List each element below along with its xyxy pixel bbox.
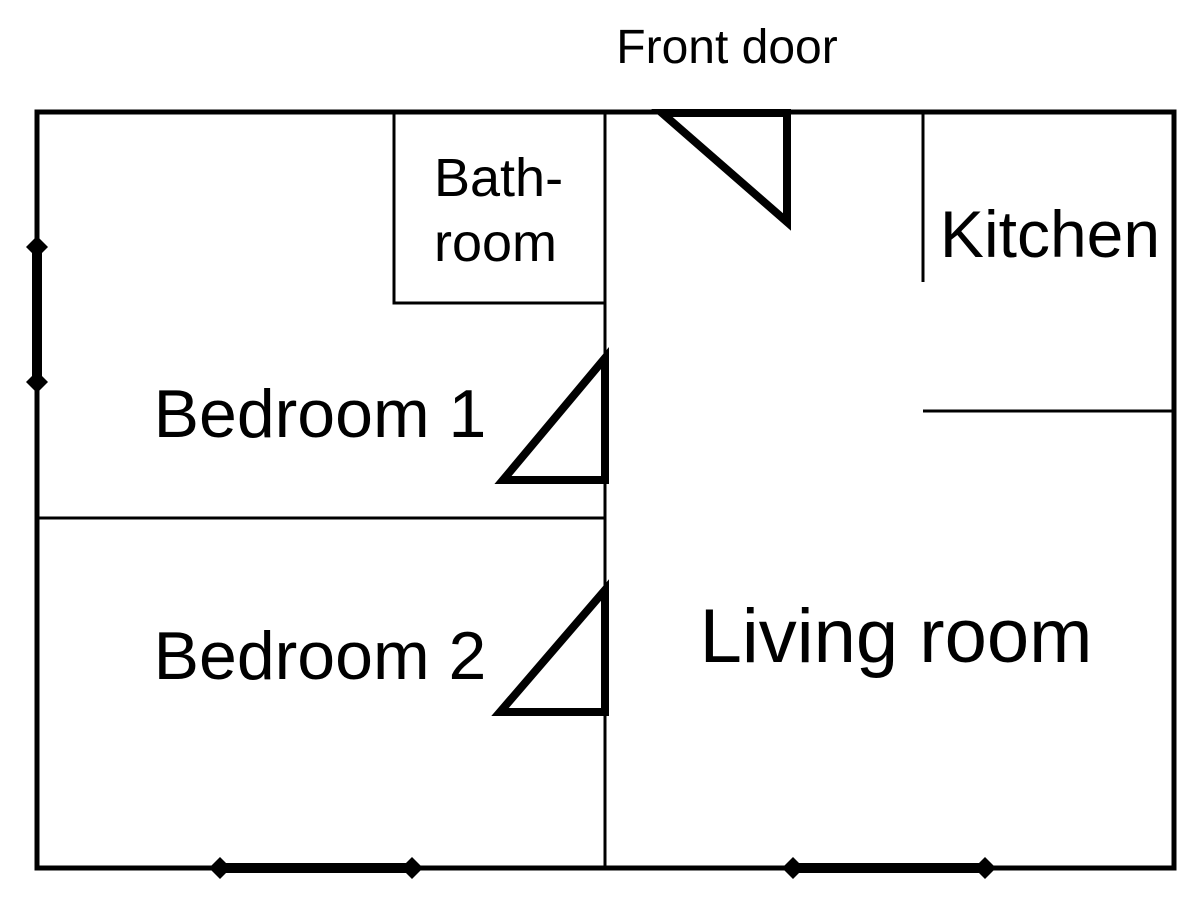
window-bottom-left-icon xyxy=(209,857,423,879)
living-room-label: Living room xyxy=(700,594,1093,679)
front-door-swing-icon xyxy=(651,109,791,231)
windows xyxy=(26,236,996,879)
bedroom1-label: Bedroom 1 xyxy=(154,376,487,452)
window-end-diamond xyxy=(26,236,48,258)
window-end-diamond xyxy=(401,857,423,879)
window-bottom-right-icon xyxy=(782,857,996,879)
window-end-diamond xyxy=(974,857,996,879)
window-end-diamond xyxy=(209,857,231,879)
room-labels: Front door Bath- room Bedroom 1 Bedroom … xyxy=(154,21,1160,694)
window-end-diamond xyxy=(26,371,48,393)
door-swings xyxy=(491,109,791,716)
kitchen-label: Kitchen xyxy=(940,197,1160,271)
window-end-diamond xyxy=(782,857,804,879)
bedroom1-door-swing-icon xyxy=(494,346,609,484)
window-left-icon xyxy=(26,236,48,393)
bathroom-label-line2: room xyxy=(434,213,557,273)
bedroom2-label: Bedroom 2 xyxy=(154,618,487,694)
bathroom-wall xyxy=(392,112,605,305)
walls xyxy=(34,109,1177,871)
front-door-label: Front door xyxy=(616,21,837,74)
bathroom-label-line1: Bath- xyxy=(434,148,563,208)
bedroom2-door-swing-icon xyxy=(491,579,609,716)
